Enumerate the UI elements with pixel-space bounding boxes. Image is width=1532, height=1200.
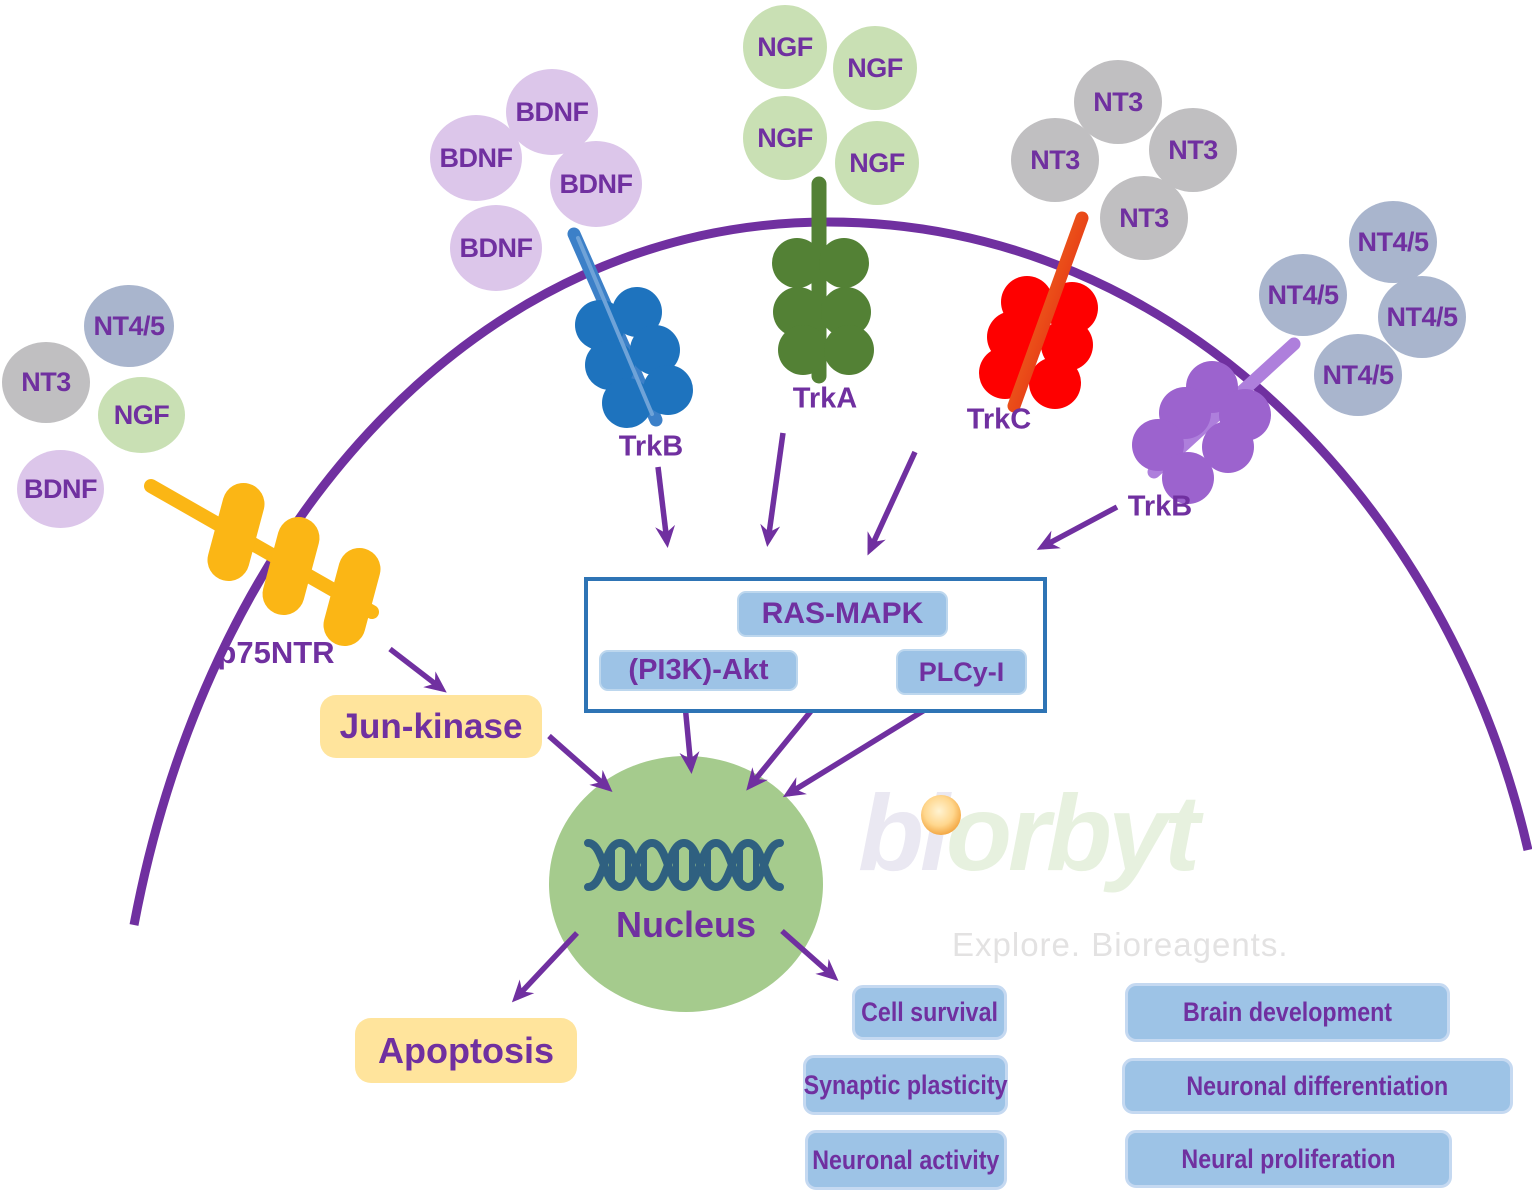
arrow-plcy-to-nucleus [782,700,938,798]
ligand-ngf: NGF [743,96,827,180]
arrow-trkb-left-to-pathways [655,466,676,548]
ligand-label: NGF [113,399,170,430]
ligand-bdnf: BDNF [550,141,642,227]
arrow-nucleus-to-outcomes [780,928,839,981]
ligand-label: NT3 [21,367,71,397]
ligand-ngf: NGF [835,121,919,205]
apoptosis-node: Apoptosis [355,1018,577,1083]
ligand-label: BDNF [559,168,634,199]
ligand-nt45: NT4/5 [1349,201,1437,283]
trkb-receptor-right [1132,337,1301,504]
ligand-nt3: NT3 [1011,118,1099,202]
outcome-neuronal-differentiation: Neuronal differentiation [1122,1058,1513,1114]
watermark-orange-dot-icon [921,795,961,835]
p75ntr-receptor [144,479,381,647]
ligand-label: NT4/5 [1267,279,1339,310]
ligand-label: BDNF [24,473,98,504]
watermark-tagline: Explore. Bioreagents. [952,926,1289,963]
arrow-trkc-to-pathways [867,450,918,556]
ligand-bdnf: BDNF [17,450,104,528]
outcome-label: Cell survival [861,997,998,1027]
ligand-ngf: NGF [98,377,185,453]
ligand-nt3: NT3 [1100,176,1188,260]
ligand-nt45: NT4/5 [1378,276,1466,358]
ligand-label: BDNF [459,232,534,263]
arrow-p75ntr-to-jun-kinase [388,646,447,693]
ligand-nt3: NT3 [1074,60,1162,144]
ligand-label: NGF [847,52,903,83]
ligand-nt45: NT4/5 [1259,254,1347,336]
watermark-logo-part2: orbyt [945,772,1200,893]
outcome-cell-survival: Cell survival [852,985,1007,1040]
trka-label: TrkA [792,382,858,415]
nucleus-label: Nucleus [615,904,757,945]
outcome-synaptic-plasticity: Synaptic plasticity [803,1055,1008,1115]
ligand-label: NGF [757,122,813,153]
ligand-label: NT3 [1168,134,1218,165]
trkb-left-label: TrkB [618,430,684,463]
ligand-bdnf: BDNF [430,115,522,201]
ligand-label: NT4/5 [1357,226,1429,257]
ligand-nt45: NT4/5 [84,285,174,367]
ligand-label: NGF [849,147,905,178]
jun-kinase-node: Jun-kinase [320,695,542,758]
outcome-neural-proliferation: Neural proliferation [1125,1130,1452,1188]
trkc-receptor [979,211,1098,413]
plcy-chip: PLCy-I [896,649,1027,695]
ligand-label: NT3 [1093,86,1143,117]
ligand-ngf: NGF [743,5,827,89]
trka-receptor [772,176,874,384]
outcome-label: Synaptic plasticity [803,1069,1008,1100]
outcome-label: Neuronal differentiation [1186,1070,1449,1101]
ligand-ngf: NGF [833,26,917,110]
trkb-right-label: TrkB [1127,490,1193,523]
ligand-label: NGF [757,31,813,62]
ligand-label: BDNF [515,96,590,127]
trkc-label: TrkC [966,403,1032,436]
ligand-nt45: NT4/5 [1314,334,1402,416]
trkb-receptor-left [567,227,693,428]
arrow-trka-to-pathways [760,432,786,547]
dna-helix-icon [584,838,784,892]
ligand-label: NT4/5 [1386,301,1458,332]
p75ntr-label: p75NTR [217,635,335,670]
outcome-label: Neuronal activity [812,1144,1000,1175]
pi3k-akt-chip: (PI3K)-Akt [599,650,798,691]
arrow-trkb-right-to-pathways [1036,504,1119,550]
ligand-label: BDNF [439,142,514,173]
ras-mapk-chip: RAS-MAPK [737,591,948,637]
outcome-label: Neural proliferation [1181,1143,1396,1174]
ligand-label: NT4/5 [93,310,165,341]
biorbyt-watermark-logo: biorbyt [858,770,1200,895]
arrow-jun-kinase-to-nucleus [547,733,613,792]
ligand-label: NT3 [1119,202,1169,233]
ligand-bdnf: BDNF [506,69,598,155]
ligand-nt3: NT3 [1149,108,1237,192]
arrow-nucleus-to-apoptosis [511,931,580,1003]
ligand-label: NT4/5 [1322,359,1394,390]
ligand-nt3: NT3 [2,342,90,423]
cell-membrane-arc [129,217,1532,926]
ligand-bdnf: BDNF [450,205,542,291]
outcome-brain-development: Brain development [1125,983,1450,1042]
outcome-label: Brain development [1182,997,1393,1027]
ligand-label: NT3 [1030,144,1080,175]
outcome-neuronal-activity: Neuronal activity [805,1130,1007,1190]
